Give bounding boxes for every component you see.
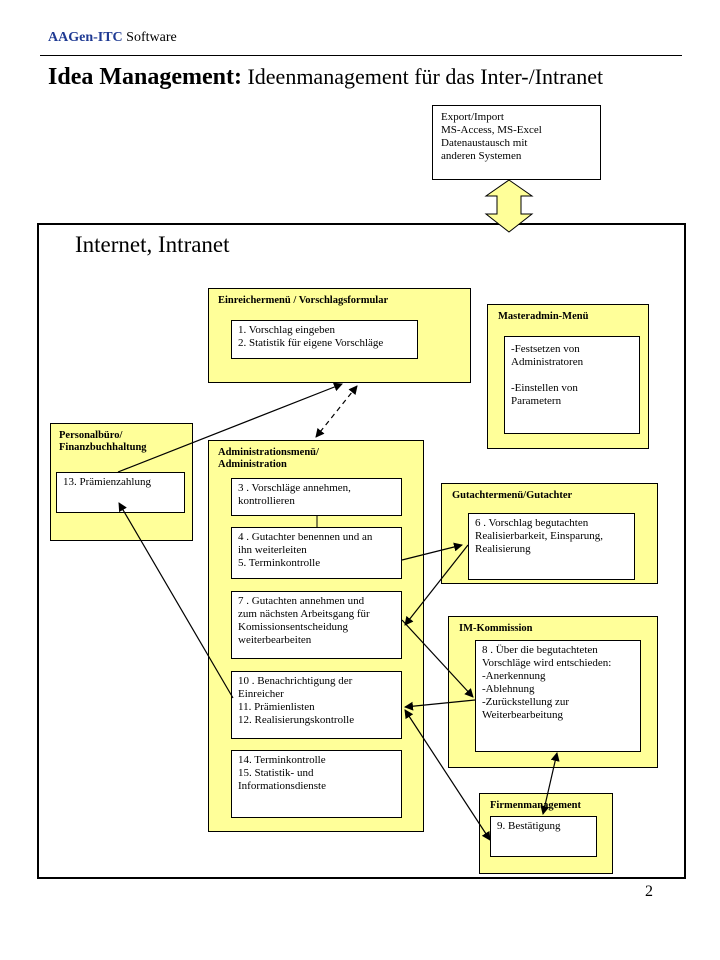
admin-box-line: Komissionsentscheidung: [238, 621, 348, 633]
einreicher-item: 1. Vorschlag eingeben: [238, 324, 336, 336]
personalbuero-title: Personalbüro/ Finanzbuchhaltung: [59, 430, 147, 454]
gutachter-item: Realisierbarkeit, Einsparung,: [475, 530, 603, 542]
arrow-personal-to-einreicher: [117, 382, 343, 473]
kommission-item: Vorschläge wird entschieden:: [482, 657, 612, 669]
personalbuero-title-line: Personalbüro/: [59, 430, 123, 441]
admin-box-line: 4 . Gutachter benennen und an: [238, 531, 373, 543]
admin-box-line: weiterbearbeiten: [238, 634, 312, 646]
administration-title-line: Administrationsmenü/: [218, 447, 319, 458]
header-divider: [40, 55, 682, 56]
internet-intranet-panel: [37, 223, 686, 879]
arrow-firmen-admin: [404, 709, 491, 841]
page-title-rest: Ideenmanagement für das Inter-/Intranet: [241, 64, 604, 89]
administration-title: Administrationsmenü/ Administration: [218, 447, 319, 471]
admin-box-line: 11. Prämienlisten: [238, 701, 315, 713]
im-kommission-title: IM-Kommission: [459, 623, 533, 634]
export-exchange-arrow: [484, 179, 534, 233]
masteradmin-item: -Festsetzen von: [511, 343, 580, 355]
admin-box-7: 7 . Gutachten annehmen und zum nächsten …: [231, 591, 402, 659]
einreicher-item: 2. Statistik für eigene Vorschläge: [238, 337, 384, 349]
einreicher-title: Einreichermenü / Vorschlagsformular: [218, 295, 389, 306]
export-line: Datenaustausch mit: [441, 137, 528, 149]
export-import-box: Export/Import MS-Access, MS-Excel Datena…: [432, 105, 601, 180]
masteradmin-title: Masteradmin-Menü: [498, 311, 589, 322]
admin-box-line: 14. Terminkontrolle: [238, 754, 326, 766]
admin-box-3: 3 . Vorschläge annehmen, kontrollieren: [231, 478, 402, 516]
admin-box-line: ihn weiterleiten: [238, 544, 307, 556]
export-line: anderen Systemen: [441, 150, 522, 162]
personalbuero-title-line: Finanzbuchhaltung: [59, 442, 147, 453]
gutachter-item: Realisierung: [475, 543, 531, 555]
admin-box-line: 5. Terminkontrolle: [238, 557, 321, 569]
firmenmanagement-item: 9. Bestätigung: [490, 816, 597, 857]
admin-box-line: kontrollieren: [238, 495, 295, 507]
page-number: 2: [645, 883, 653, 900]
masteradmin-items: -Festsetzen von Administratoren -Einstel…: [504, 336, 640, 434]
admin-box-14-15: 14. Terminkontrolle 15. Statistik- und I…: [231, 750, 402, 818]
admin-box-line: 15. Statistik- und: [238, 767, 314, 779]
export-line: MS-Access, MS-Excel: [441, 124, 542, 136]
panel-title: Internet, Intranet: [75, 232, 230, 257]
admin-box-4-5: 4 . Gutachter benennen und an ihn weiter…: [231, 527, 402, 579]
gutachter-title: Gutachtermenü/Gutachter: [452, 490, 573, 501]
kommission-item: -Ablehnung: [482, 683, 535, 695]
kommission-item: 8 . Über die begutachteten: [482, 644, 598, 656]
arrow-admin-to-gutachter: [401, 542, 463, 561]
page-title: Idea Management: Ideenmanagement für das…: [48, 64, 603, 91]
page-title-bold: Idea Management:: [48, 64, 242, 90]
firmenmanagement-title: Firmenmanagement: [490, 800, 581, 811]
admin-box-line: Informationsdienste: [238, 780, 326, 792]
brand-name: AAGen-ITC: [48, 30, 123, 45]
export-line: Export/Import: [441, 111, 504, 123]
admin-box-line: Einreicher: [238, 688, 284, 700]
masteradmin-item: -Einstellen von: [511, 382, 578, 394]
arrow-kommission-firmen: [540, 752, 560, 815]
kommission-item: -Anerkennung: [482, 670, 546, 682]
administration-title-line: Administration: [218, 459, 287, 470]
gutachter-items: 6 . Vorschlag begutachten Realisierbarke…: [468, 513, 635, 580]
admin-box-line: 3 . Vorschläge annehmen,: [238, 482, 351, 494]
gutachter-item: 6 . Vorschlag begutachten: [475, 517, 589, 529]
kommission-item: Weiterbearbeitung: [482, 709, 563, 721]
admin-box-line: 7 . Gutachten annehmen und: [238, 595, 365, 607]
arrow-admin-to-personal: [118, 502, 234, 699]
masteradmin-item: Administratoren: [511, 356, 584, 368]
brand-suffix: Software: [122, 30, 177, 45]
admin-box-line: 10 . Benachrichtigung der: [238, 675, 353, 687]
admin-box-10-12: 10 . Benachrichtigung der Einreicher 11.…: [231, 671, 402, 739]
admin-box-line: zum nächsten Arbeitsgang für: [238, 608, 370, 620]
arrow-admin-to-kommission: [401, 619, 474, 698]
arrow-gutachter-to-admin: [404, 544, 469, 626]
masteradmin-item: Parametern: [511, 395, 562, 407]
arrow-einreicher-admin: [315, 385, 358, 438]
arrow-kommission-to-admin: [404, 699, 476, 711]
kommission-item: -Zurückstellung zur: [482, 696, 570, 708]
im-kommission-items: 8 . Über die begutachteten Vorschläge wi…: [475, 640, 641, 752]
einreicher-items: 1. Vorschlag eingeben 2. Statistik für e…: [231, 320, 418, 359]
brand-label: AAGen-ITC Software: [48, 30, 177, 46]
admin-box-line: 12. Realisierungskontrolle: [238, 714, 355, 726]
